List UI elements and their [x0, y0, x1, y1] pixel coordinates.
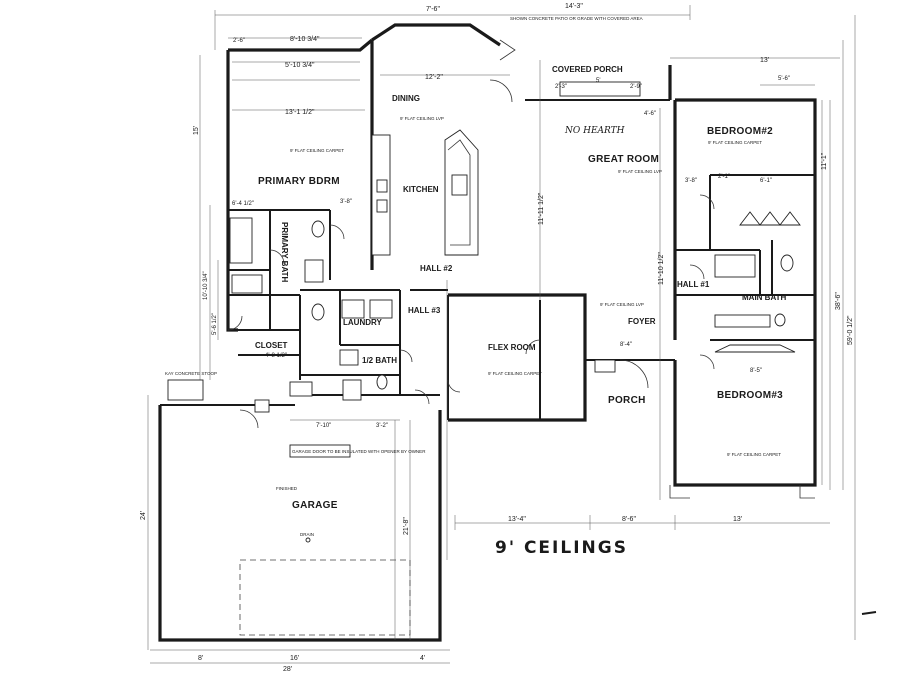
- room-flex-room: FLEX ROOM: [488, 343, 536, 352]
- dim-3-8b: 3'-8": [340, 199, 352, 205]
- dim-10-10: 10'-10 3/4": [203, 271, 209, 300]
- room-covered-porch: COVERED PORCH: [552, 65, 623, 74]
- dim-15: 15': [193, 126, 200, 135]
- dining-ceiling-note: 9' FLAT CEILING LVP: [400, 116, 444, 121]
- room-primary-bdrm: PRIMARY BDRM: [258, 176, 340, 187]
- dim-13-4: 13'-4": [508, 516, 526, 523]
- dim-8-6: 8'-6": [622, 516, 636, 523]
- room-main-bath: MAIN BATH: [742, 293, 787, 302]
- room-great-room: GREAT ROOM: [588, 154, 659, 165]
- dim-3-8: 3'-8": [685, 178, 697, 184]
- dim-top-5-10: 5'-10 3/4": [285, 62, 315, 69]
- bdrm2-ceiling-note: 9' FLAT CEILING CARPET: [708, 140, 762, 145]
- room-kitchen: KITCHEN: [403, 185, 439, 194]
- dim-right-5-6: 5'-6": [778, 76, 790, 82]
- dim-5-6: 5'-6 1/2": [212, 313, 218, 335]
- room-hall-2: HALL #2: [420, 264, 453, 273]
- dim-2-3: 2'-3": [555, 84, 567, 90]
- dim-28: 28': [283, 666, 292, 673]
- dim-2-9: 2'-9": [630, 84, 642, 90]
- room-labels: PRIMARY BDRM DINING KITCHEN GREAT ROOM C…: [255, 65, 787, 511]
- room-garage: GARAGE: [292, 500, 338, 511]
- dim-top-7-6: 7'-6": [426, 6, 440, 13]
- garage-door-note: GARAGE DOOR TO BE INSULATED WITH OPENER …: [292, 449, 426, 454]
- plan-notes: 9' CEILINGS NO HEARTH SHOWN CONCRETE PAT…: [165, 16, 781, 558]
- dim-16: 16': [290, 655, 299, 662]
- room-primary-bath: PRIMARY BATH: [280, 222, 289, 283]
- room-hall-1: HALL #1: [677, 280, 710, 289]
- bath-fixtures: [229, 211, 801, 401]
- dim-11-1: 11'-1": [821, 152, 828, 170]
- room-hall-3: HALL #3: [408, 306, 441, 315]
- dim-top-2-6: 2'-6": [233, 38, 245, 44]
- ceiling-title: 9' CEILINGS: [495, 538, 628, 558]
- dimension-text: 7'-6" 14'-3" 2'-6" 8'-10 3/4" 5'-10 3/4"…: [140, 3, 854, 673]
- exterior-walls: [158, 23, 817, 642]
- room-porch: PORCH: [608, 395, 646, 406]
- dim-right-13: 13': [760, 57, 769, 64]
- garage-details: [167, 379, 411, 640]
- stoop-note: KAY CONCRETE STOOP: [165, 371, 217, 376]
- dim-13: 13': [733, 516, 742, 523]
- dim-8: 8': [198, 655, 203, 662]
- dim-3-2: 3'-2": [376, 423, 388, 429]
- room-dining: DINING: [392, 94, 420, 103]
- door-swings: [227, 39, 715, 429]
- primary-ceiling-note: 9' FLAT CEILING CARPET: [290, 148, 344, 153]
- foyer-ceiling-note: 9' FLAT CEILING LVP: [600, 302, 644, 307]
- dim-7-10: 7'-10": [316, 423, 331, 429]
- dim-8-4: 8'-4": [620, 342, 632, 348]
- dim-top-8-10: 8'-10 3/4": [290, 36, 320, 43]
- dim-24: 24': [140, 511, 147, 520]
- edge-mark: [861, 611, 877, 615]
- garage-finish-note: FINISHED: [276, 486, 298, 491]
- dim-6-4: 6'-4 1/2": [232, 201, 254, 207]
- dim-4-8: 4'-8 1/2": [265, 353, 287, 359]
- interior-walls: [228, 174, 815, 420]
- dim-11-11: 11'-11 1/2": [538, 192, 545, 225]
- bdrm3-ceiling-note: 9' FLAT CEILING CARPET: [727, 452, 781, 457]
- room-bedroom-3: BEDROOM#3: [717, 390, 783, 401]
- room-foyer: FOYER: [628, 317, 656, 326]
- porch-details: [559, 81, 815, 499]
- flex-ceiling-note: 9' FLAT CEILING CARPET: [488, 371, 542, 376]
- dim-21-8: 21'-8": [403, 517, 410, 535]
- kitchen-counters: [371, 129, 479, 256]
- top-note: SHOWN CONCRETE PATIO OR GRADE WITH COVER…: [510, 16, 643, 21]
- room-closet: CLOSET: [255, 341, 288, 350]
- great-room-ceiling-note: 9' FLAT CEILING LVP: [618, 169, 662, 174]
- dim-8-5: 8'-5": [750, 368, 762, 374]
- garage-drain-note: DRAIN: [300, 532, 314, 537]
- dim-2-1: 2'-1": [718, 174, 730, 180]
- dim-top-12-2: 12'-2": [425, 74, 443, 81]
- dim-top-13-1: 13'-1 1/2": [285, 109, 315, 116]
- dim-11-10: 11'-10 1/2": [658, 252, 665, 285]
- dim-38-6: 38'-6": [835, 292, 842, 310]
- room-bedroom-2: BEDROOM#2: [707, 126, 773, 137]
- dimension-lines: [147, 5, 856, 664]
- dim-5: 5': [596, 78, 600, 84]
- no-hearth-note: NO HEARTH: [564, 126, 625, 136]
- room-half-bath: 1/2 BATH: [362, 356, 397, 365]
- dim-59: 59'-0 1/2": [847, 315, 854, 345]
- dim-6-1: 6'-1": [760, 178, 772, 184]
- dim-4: 4': [420, 655, 425, 662]
- dim-top-14-3: 14'-3": [565, 3, 583, 10]
- room-laundry: LAUNDRY: [343, 318, 382, 327]
- dim-4-6: 4'-6": [644, 111, 656, 117]
